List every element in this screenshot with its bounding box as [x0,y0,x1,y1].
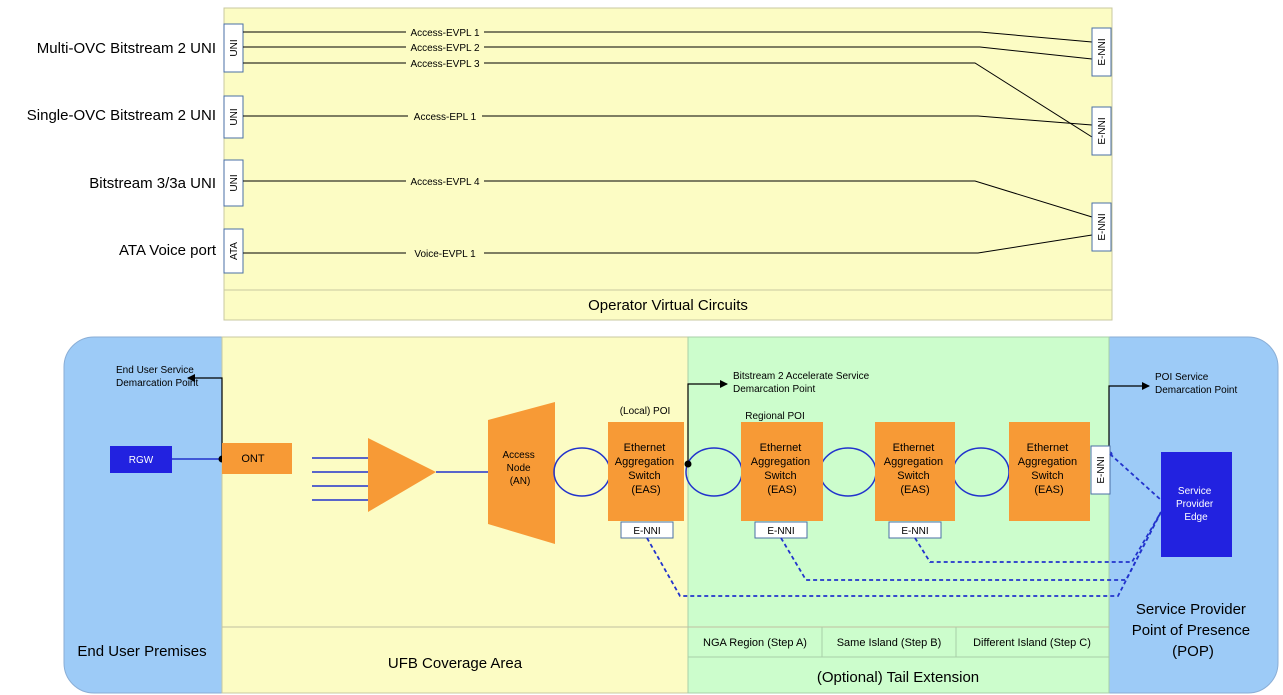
step-c-label: Different Island (Step C) [973,637,1091,649]
svg-text:ATA: ATA [229,242,240,260]
line-voice1 [243,234,1093,254]
region-label-end-user: End User Premises [77,643,206,660]
circuit-label-evpl4: Access-EVPL 4 [410,177,480,188]
svg-text:E-NNI: E-NNI [1097,117,1108,144]
service-provider-edge-label: Service Provider Edge [1176,486,1216,523]
line-evpl3 [243,62,1093,138]
enni-port-top-1: E-NNI [1091,27,1112,77]
dashed-link-poi [1109,453,1162,501]
svg-text:Ethernet Aggregation: Ethernet Aggregation Switch (EAS) [751,442,813,496]
demarc-end-user-label: End User Service Demarcation Point [116,365,198,389]
enni-port-top-2: E-NNI [1091,106,1112,156]
row-label-ata: ATA Voice port [119,242,217,259]
uni-port-1: UNI [223,23,244,73]
eas-regional-1: Ethernet Aggregation Switch (EAS) [741,422,823,521]
enni-regional-2: E-NNI [888,521,942,539]
svg-text:E-NNI: E-NNI [633,526,660,537]
dashed-link-regional-2 [914,511,1162,563]
row-label-bitstream3: Bitstream 3/3a UNI [89,175,216,192]
step-a-label: NGA Region (Step A) [703,637,807,649]
enni-poi: E-NNI [1090,445,1111,495]
dashed-links [646,453,1162,597]
circuit-label-evpl1: Access-EVPL 1 [410,28,480,39]
circuit-label-epl1: Access-EPL 1 [414,112,477,123]
svg-text:E-NNI: E-NNI [1096,456,1107,483]
region-label-pop: Service Provider Point of Presence (POP) [1132,601,1255,660]
row-label-multi-ovc: Multi-OVC Bitstream 2 UNI [37,40,216,57]
svg-text:UNI: UNI [229,108,240,125]
local-poi-junction [684,460,692,468]
circuit-label-voice1: Voice-EVPL 1 [414,249,476,260]
demarc-accelerate-label: Bitstream 2 Accelerate Service Demarcati… [733,371,872,395]
svg-text:E-NNI: E-NNI [901,526,928,537]
dashed-link-regional-1 [780,511,1162,581]
enni-port-top-3: E-NNI [1091,202,1112,252]
demarc-poi-label: POI Service Demarcation Point [1155,372,1237,396]
line-evpl1 [243,31,1093,43]
uni-port-2: UNI [223,95,244,139]
line-evpl4 [243,180,1093,218]
eas-regional-2: Ethernet Aggregation Switch (EAS) [875,422,955,521]
ont-box [222,443,292,474]
circuit-label-evpl2: Access-EVPL 2 [410,43,480,54]
circuit-label-evpl3: Access-EVPL 3 [410,59,480,70]
line-evpl2 [243,46,1093,60]
operator-circuits-label: Operator Virtual Circuits [588,297,748,314]
demarc-accelerate-arrow [687,380,728,464]
regional-poi-label: Regional POI [745,411,804,422]
svg-text:Ethernet Aggregation: Ethernet Aggregation Switch (EAS) [615,442,677,496]
line-epl1 [243,115,1093,126]
eas-regional-3: Ethernet Aggregation Switch (EAS) [1009,422,1090,521]
demarc-end-user-arrow [187,374,223,459]
ata-port: ATA [223,228,244,274]
local-poi-label: (Local) POI [620,406,671,417]
svg-text:Ethernet Aggregation: Ethernet Aggregation Switch (EAS) [1018,442,1080,496]
splitter-triangle [368,438,436,512]
svg-text:UNI: UNI [229,174,240,191]
enni-local: E-NNI [620,521,674,539]
eas-local: Ethernet Aggregation Switch (EAS) [608,422,684,521]
rgw-box [110,446,172,473]
demarc-poi-arrow [1108,382,1150,454]
region-label-ufb: UFB Coverage Area [388,655,523,672]
region-label-tail: (Optional) Tail Extension [817,669,979,686]
svg-text:UNI: UNI [229,39,240,56]
rgw-label: RGW [129,455,154,466]
ont-label: ONT [241,453,265,465]
svg-text:E-NNI: E-NNI [767,526,794,537]
operator-circuits-panel [223,7,1113,321]
step-b-label: Same Island (Step B) [837,637,942,649]
svg-text:E-NNI: E-NNI [1097,38,1108,65]
svg-text:Ethernet Aggregation: Ethernet Aggregation Switch (EAS) [884,442,946,496]
access-node [488,402,555,544]
enni-regional-1: E-NNI [754,521,808,539]
service-provider-edge [1161,452,1232,557]
row-label-single-ovc: Single-OVC Bitstream 2 UNI [27,107,216,124]
uni-port-3: UNI [223,159,244,207]
circuit-lines [243,31,1093,254]
svg-text:E-NNI: E-NNI [1097,213,1108,240]
circuit-labels: Access-EVPL 1 Access-EVPL 2 Access-EVPL … [406,26,484,260]
access-node-label: Access Node (AN) [502,450,537,487]
splitter-fibres [312,457,488,501]
